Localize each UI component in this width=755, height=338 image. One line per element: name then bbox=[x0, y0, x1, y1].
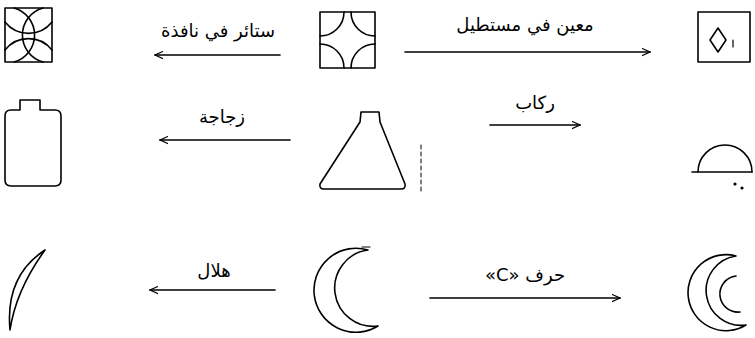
arrow bbox=[150, 289, 275, 291]
arrow-label: معين في مستطيل bbox=[454, 14, 595, 36]
diamond-rectangle-figure bbox=[698, 12, 750, 62]
arrow bbox=[155, 54, 280, 56]
ambiguous-window-figure bbox=[320, 12, 375, 68]
stirrup-figure bbox=[692, 145, 752, 189]
arrow bbox=[430, 297, 620, 299]
flask-figure bbox=[320, 112, 405, 189]
curtains-window-figure bbox=[5, 8, 52, 62]
arrow bbox=[405, 51, 650, 53]
dashed-mark bbox=[421, 145, 422, 192]
arrow-label: ستائر في نافذة bbox=[159, 20, 277, 42]
arrow-label: هلال bbox=[195, 260, 232, 282]
bottle-figure bbox=[5, 100, 61, 186]
arrow-label: حرف «C» bbox=[483, 264, 567, 286]
arrow-label: زجاجة bbox=[197, 106, 247, 128]
thin-crescent-figure bbox=[9, 250, 45, 330]
letter-c-figure bbox=[688, 255, 746, 331]
crescent-figure bbox=[314, 247, 378, 332]
arrow bbox=[160, 139, 290, 141]
arrow bbox=[490, 124, 580, 126]
arrow-label: ركاب bbox=[513, 92, 557, 114]
